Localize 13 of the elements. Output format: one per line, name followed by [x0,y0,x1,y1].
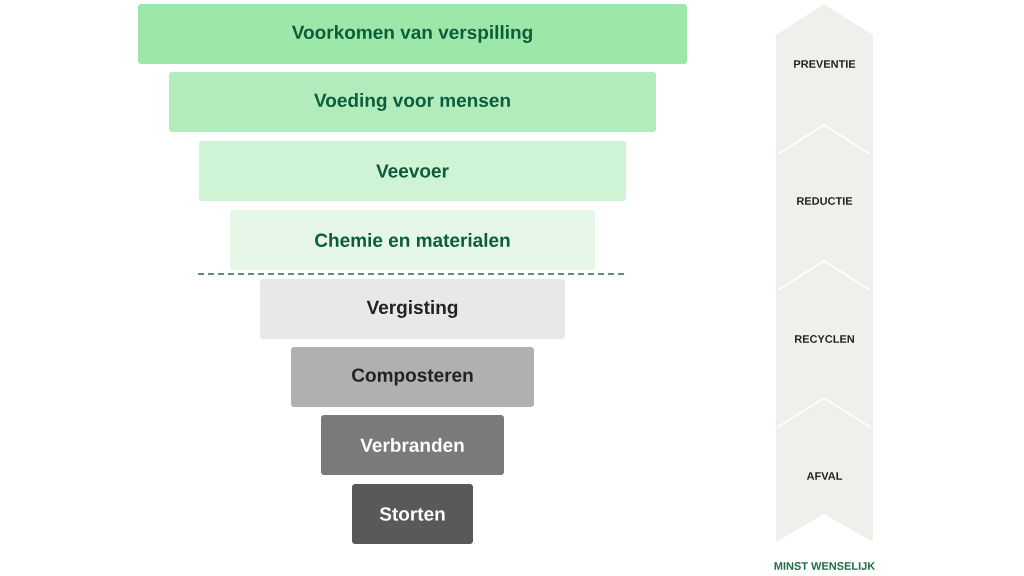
level-box: Verbranden [321,415,504,475]
level-box: Veevoer [199,141,626,201]
level-box: Vergisting [260,279,565,339]
level-box: Voeding voor mensen [169,72,656,132]
stage-label: PREVENTIE [794,60,856,68]
level-box: Composteren [291,347,534,407]
stage-label: AFVAL [806,472,843,480]
level-box: Storten [352,484,473,544]
level-box: Chemie en materialen [230,210,595,270]
scale-label: MINST WENSELIJK [774,562,876,570]
stage-label: RECYCLEN [795,335,854,343]
stage-label: REDUCTIE [797,197,853,205]
level-box: Voorkomen van verspilling [138,4,687,64]
